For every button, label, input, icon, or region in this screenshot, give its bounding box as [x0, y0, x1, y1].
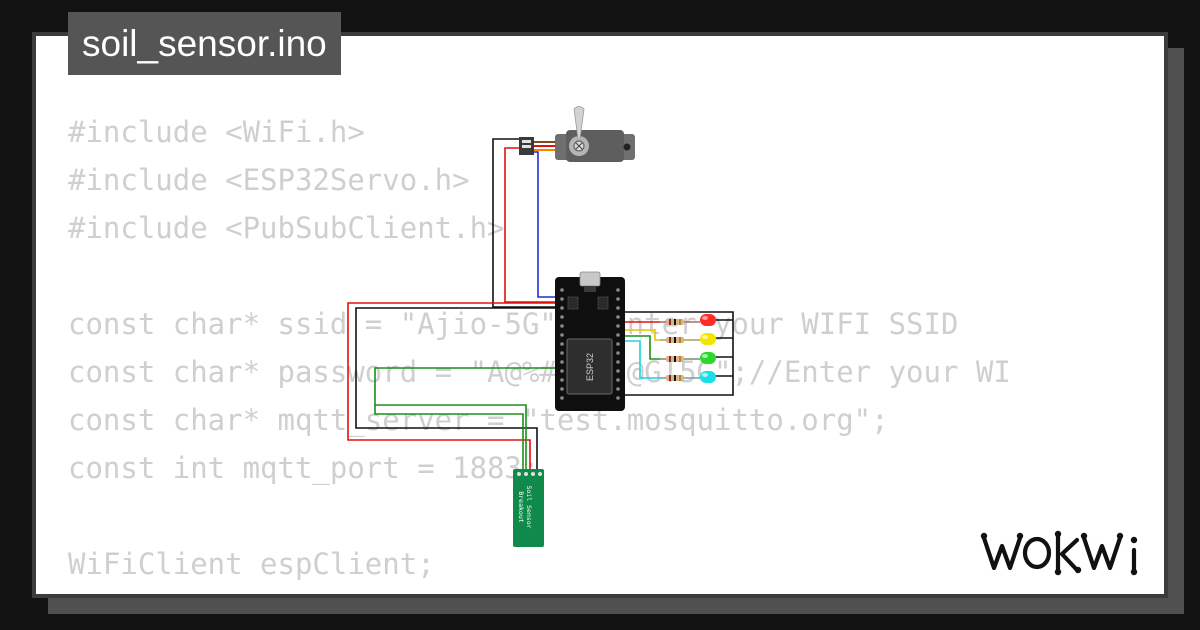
- esp32-board[interactable]: ESP32: [555, 271, 625, 411]
- wire-sensor-black: [355, 307, 557, 470]
- soil-sensor-sublabel: Breakout: [517, 491, 525, 522]
- resistor-2: [660, 337, 700, 343]
- led-cyan[interactable]: [700, 371, 716, 383]
- code-line: #include <ESP32Servo.h>: [68, 163, 470, 197]
- wire-gnd-top: [623, 311, 734, 373]
- resistors: [660, 319, 700, 381]
- soil-sensor-breakout[interactable]: Soil Sensor Breakout: [513, 469, 544, 547]
- wires: [347, 138, 734, 470]
- wire-led-yellow: [623, 329, 700, 341]
- resistor-4: [660, 375, 700, 381]
- project-title: soil_sensor.ino: [68, 12, 341, 75]
- code-line: WiFiClient espClient;: [68, 547, 435, 581]
- wire-sensor-green-2: [374, 405, 524, 470]
- resistor-1: [660, 319, 700, 325]
- code-line: #include <PubSubClient.h>: [68, 211, 505, 245]
- wire-gnd-bottom: [623, 373, 734, 396]
- code-line: #include <WiFi.h>: [68, 115, 365, 149]
- soil-sensor-label: Soil Sensor: [525, 485, 533, 528]
- esp32-label: ESP32: [585, 353, 595, 381]
- wire-servo-red: [504, 147, 557, 303]
- resistor-3: [660, 356, 700, 362]
- wire-servo-blue: [533, 151, 557, 298]
- wire-servo-black: [492, 138, 557, 308]
- wokwi-logo: [980, 530, 1138, 576]
- led-green[interactable]: [700, 352, 716, 364]
- led-yellow[interactable]: [700, 333, 716, 345]
- led-red[interactable]: [700, 314, 716, 326]
- wire-sensor-red: [347, 302, 557, 470]
- servo-motor-icon[interactable]: [519, 106, 635, 163]
